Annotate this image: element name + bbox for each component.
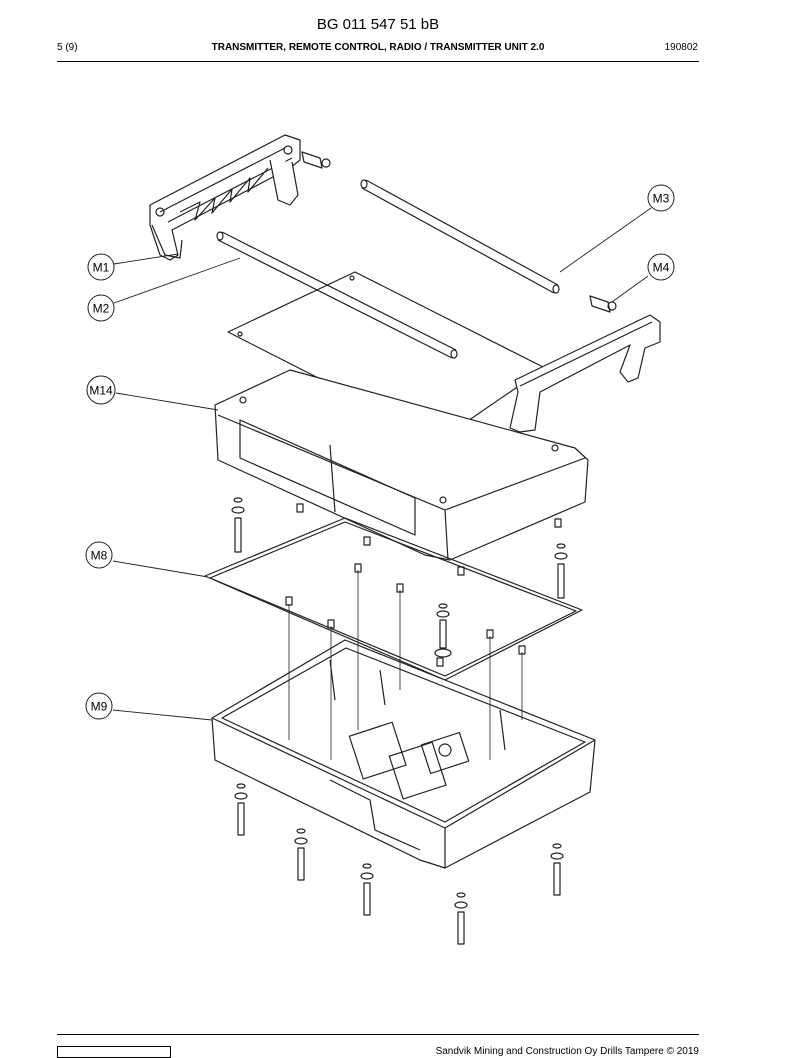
callout-m8: M8 (85, 541, 113, 569)
callout-m1: M1 (87, 253, 115, 281)
svg-text:M4: M4 (653, 261, 670, 275)
svg-text:M9: M9 (91, 700, 108, 714)
header-rule (57, 61, 699, 62)
callout-m4: M4 (647, 253, 675, 281)
long-screws-upper (231, 497, 568, 658)
right-handle (509, 314, 661, 433)
callout-m14: M14 (86, 375, 116, 405)
handle-pin-right (589, 295, 617, 313)
document-title: TRANSMITTER, REMOTE CONTROL, RADIO / TRA… (211, 42, 545, 53)
left-handle (149, 134, 301, 261)
rod-middle (216, 231, 458, 359)
footer-copyright: Sandvik Mining and Construction Oy Drill… (435, 1046, 699, 1057)
callout-m2: M2 (87, 294, 115, 322)
gasket (204, 517, 583, 681)
rod-top (360, 179, 560, 294)
svg-text:M3: M3 (653, 192, 670, 206)
small-screws (285, 503, 562, 667)
handle-pin-left (301, 151, 331, 169)
callout-m3: M3 (647, 184, 675, 212)
svg-text:M14: M14 (89, 384, 113, 398)
svg-text:M1: M1 (93, 261, 110, 275)
callout-m9: M9 (85, 692, 113, 720)
upper-housing (214, 369, 589, 561)
screw-guide-lines (288, 570, 523, 760)
page-number: 5 (9) (57, 42, 78, 53)
document-number: BG 011 547 51 bB (316, 16, 440, 33)
long-screws-lower (234, 783, 564, 945)
company-logo (57, 1046, 171, 1058)
leader-lines (112, 207, 652, 721)
svg-text:M8: M8 (91, 549, 108, 563)
document-date: 190802 (664, 42, 698, 53)
footer-rule (57, 1034, 699, 1035)
svg-text:M2: M2 (93, 302, 110, 316)
lower-housing (211, 639, 596, 869)
